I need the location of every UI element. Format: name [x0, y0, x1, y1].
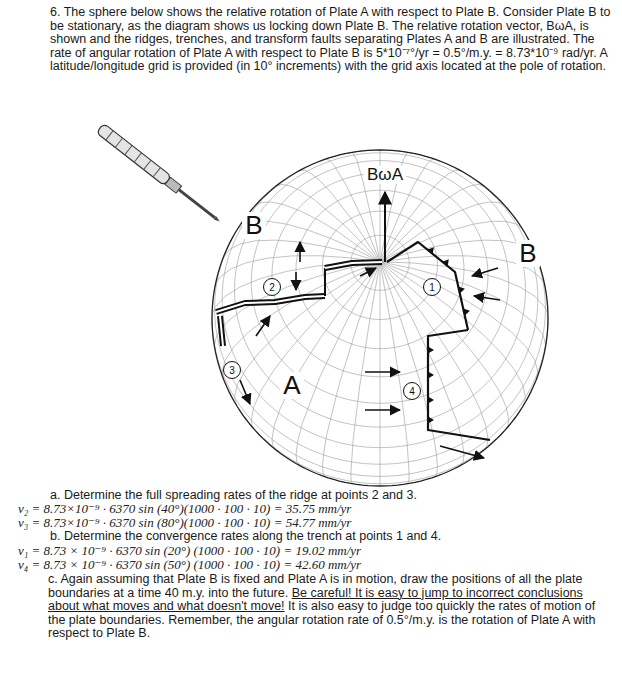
callout-number: 4: [403, 382, 421, 400]
plate-motion-arrow: [474, 296, 500, 300]
handle-grip: [115, 138, 122, 147]
globe-fill: [212, 150, 548, 486]
handle-grip: [125, 145, 132, 154]
ridge-outer: [216, 296, 325, 312]
screwdriver: [96, 123, 223, 226]
screwdriver-handle: [96, 123, 171, 185]
callout-number: 2: [263, 278, 281, 296]
handle-grip: [106, 131, 113, 140]
plate-label: B: [516, 240, 539, 267]
label-holder: B: [242, 212, 265, 239]
plate-label: B: [242, 212, 265, 239]
plate-motion-arrow: [472, 268, 498, 276]
question-text: a. Determine the full spreading rates of…: [50, 489, 610, 503]
plate-motion-arrow: [360, 268, 376, 276]
screwdriver-shaft: [179, 190, 215, 218]
plate-motion-arrow: [365, 409, 400, 411]
plate-motion-arrow: [240, 380, 250, 404]
plate-label: A: [280, 372, 303, 399]
label-holder: v₄ = 8.73 × 10⁻⁹ · 6370 sin (50°) (1000 …: [18, 558, 361, 572]
ridge-inner: [216, 296, 325, 312]
plate-motion-arrow: [299, 242, 301, 262]
plate-motion-arrow: [295, 272, 297, 290]
callout-number-text: 4: [409, 386, 415, 397]
label-holder: v₃ = 8.73×10⁻⁹ · 6370 sin (80°)(1000 · 1…: [18, 516, 351, 530]
screwdriver-tip: [214, 216, 221, 223]
motion-arrows: [240, 192, 500, 458]
ridge-outer: [325, 262, 382, 268]
plate-motion-arrow: [440, 446, 484, 458]
plate-motion-arrow: [365, 371, 400, 373]
handwritten-answer: v₁ = 8.73 × 10⁻⁹ · 6370 sin (20°) (1000 …: [18, 544, 361, 558]
question-paragraph: c. Again assuming that Plate B is fixed …: [48, 573, 614, 641]
callout-number-text: 2: [269, 282, 275, 293]
ridge-inner: [325, 262, 382, 268]
handle-grip: [134, 153, 141, 162]
trench-teeth: [427, 247, 470, 423]
handwritten-answer: v₃ = 8.73×10⁻⁹ · 6370 sin (80°)(1000 · 1…: [18, 516, 351, 530]
ridge-inner: [220, 316, 223, 346]
callout-number: 3: [223, 361, 241, 379]
transform-fault: [324, 268, 326, 296]
graticule: [212, 150, 548, 486]
callout-number-text: 1: [429, 282, 435, 293]
handwritten-answer: v₄ = 8.73 × 10⁻⁹ · 6370 sin (50°) (1000 …: [18, 558, 361, 572]
plate-boundaries: [216, 242, 490, 440]
trench-line: [428, 330, 490, 440]
handle-grip: [153, 168, 160, 177]
rotation-vector-label: BωA: [364, 166, 406, 184]
ridge-outer: [220, 316, 223, 346]
label-holder: A: [280, 372, 303, 399]
problem-statement: 6. The sphere below shows the relative r…: [50, 6, 614, 74]
label-holder: b. Determine the convergence rates along…: [50, 530, 610, 544]
callout-number: 1: [423, 278, 441, 296]
label-holder: v₁ = 8.73 × 10⁻⁹ · 6370 sin (20°) (1000 …: [18, 544, 361, 558]
callout-number-text: 3: [229, 365, 235, 376]
plate-motion-arrow: [256, 316, 270, 336]
rotation-vector: [384, 192, 386, 262]
trench-line: [387, 242, 468, 330]
handwritten-answer: v₂ = 8.73×10⁻⁹ · 6370 sin (40°)(1000 · 1…: [18, 502, 351, 516]
label-holder: BωA: [364, 166, 406, 184]
label-holder: a. Determine the full spreading rates of…: [50, 489, 610, 503]
question-text: b. Determine the convergence rates along…: [50, 530, 610, 544]
label-holder: B: [516, 240, 539, 267]
handle-grip: [144, 160, 151, 169]
label-holder: 6. The sphere below shows the relative r…: [50, 6, 614, 74]
label-holder: v₂ = 8.73×10⁻⁹ · 6370 sin (40°)(1000 · 1…: [18, 502, 351, 516]
globe-outline: [212, 150, 548, 486]
lat-long-grid: [212, 150, 548, 486]
